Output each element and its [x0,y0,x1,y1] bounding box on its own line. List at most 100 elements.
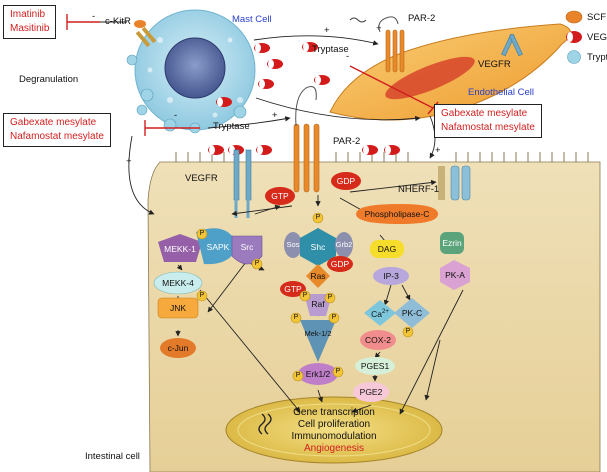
protease-drug-box-right: Gabexate mesylate Nafamostat mesylate [434,104,542,138]
minus-sign: - [174,110,178,121]
jnk-node [157,297,199,319]
cox2-node [360,330,396,350]
phospho-label: P [254,260,260,267]
tryptase-top-label: Tryptase [312,44,349,55]
plus-sign: + [126,156,132,167]
minus-sign: - [346,51,350,62]
nucleus-outcomes: Gene transcription Cell proliferation Im… [291,407,376,455]
intestinal-cell-label: Intestinal cell [85,451,140,462]
erk12-label: Erk1/2 [305,369,331,379]
dag-label: DAG [377,244,397,254]
nherf1-channel [438,165,471,201]
raf-label: Raf [311,299,325,309]
src-node [231,235,263,265]
plus-sign: + [272,110,278,121]
sos-node [284,232,302,258]
gdp-ras-node [327,256,353,272]
drug-nafamostat-left: Nafamostat mesylate [10,131,104,142]
gtp-ras-node [280,281,306,297]
ca-text: Ca [371,308,383,319]
phospho-label: P [199,292,205,299]
gdp-main-label: GDP [336,176,356,186]
ca-label: Ca2+ [371,309,389,318]
plc-label: Phospholipase-C [364,209,430,219]
plus-sign: + [324,25,330,36]
par2-mid-receptor [293,123,320,193]
mast-cell-nucleus [164,37,226,99]
inhibition-lines [66,14,439,136]
legend-scf: SCF [587,12,606,23]
ip3-label: IP-3 [383,271,399,281]
mekk1-label: MEKK-1 [164,244,196,254]
ip3-node [373,267,409,285]
outcome-gene-transcription: Gene transcription [293,407,375,418]
par2-top-label: PAR-2 [408,13,436,24]
phospho-label: P [199,230,205,237]
tryptase-mid-label: Tryptase [213,121,250,132]
phospho-label: P [295,372,301,379]
ckitr-label: c-KitR [105,16,131,27]
dag-node [370,240,404,258]
pkc-node [394,298,430,328]
mekk4-label: MEKK-4 [162,278,194,288]
outcome-angiogenesis: Angiogenesis [303,443,365,454]
ras-label: Ras [310,271,326,281]
ezrin-label: Ezrin [442,238,462,248]
phospho-label: P [315,214,321,221]
nherf1-label: NHERF-1 [398,184,440,195]
drug-gabexate-right: Gabexate mesylate [441,108,528,119]
pges1-node [355,357,395,375]
plus-sign: + [376,23,382,34]
ras-node [306,264,330,288]
pka-label: PK-A [445,270,465,280]
sapk-node [196,228,238,265]
endothelial-cell-label: Endothelial Cell [468,87,535,98]
drug-gabexate-left: Gabexate mesylate [10,117,97,128]
mek12-label: Mek-1/2 [304,329,332,338]
plc-node [356,204,438,224]
gdp-main-node [331,172,361,190]
pka-node [440,260,470,290]
minus-sign: - [92,11,96,22]
pges1-label: PGES1 [360,361,390,371]
cjun-label: c-Jun [167,343,189,353]
sapk-label: SAPK [206,242,230,252]
pkc-label: PK-C [401,308,423,318]
gtp-main-label: GTP [271,191,289,201]
jnk-label: JNK [169,303,187,313]
par2-mid-label: PAR-2 [333,136,361,147]
protease-drug-box-left: Gabexate mesylate Nafamostat mesylate [3,113,111,147]
vegfr-mid-label: VEGFR [185,173,218,184]
ckit-drug-box: Imatinib Masitinib [3,5,57,39]
phospho-circles [196,212,414,382]
grb2-label: Grb2 [335,240,353,249]
mekk1-node [158,234,202,262]
mek12-node [300,320,336,362]
outcome-cell-proliferation: Cell proliferation [297,419,371,430]
gtp-ras-label: GTP [284,284,302,294]
phospho-label: P [327,294,333,301]
ckit-receptor [134,20,157,48]
legend-swatches [565,10,583,64]
mekk4-node [153,271,203,295]
drug-masitinib: Masitinib [10,23,50,34]
phospho-label: P [293,314,299,321]
ca-superscript: 2+ [382,309,389,315]
phospho-label: P [331,314,337,321]
plus-sign: + [435,145,441,156]
src-label: Src [240,242,254,252]
drug-imatinib: Imatinib [10,9,46,20]
vegfr-top-receptor [501,33,523,57]
gdp-ras-label: GDP [330,259,350,269]
shc-node [300,228,336,266]
gtp-main-node [265,187,295,205]
mast-cell-label: Mast Cell [232,14,272,25]
ca-node [364,300,396,326]
erk12-node [298,363,338,385]
dna-icon [258,413,272,435]
drug-nafamostat-right: Nafamostat mesylate [441,122,535,133]
pge2-label: PGE2 [359,387,383,397]
grb2-node [335,232,353,258]
vegf-particles [208,42,400,155]
